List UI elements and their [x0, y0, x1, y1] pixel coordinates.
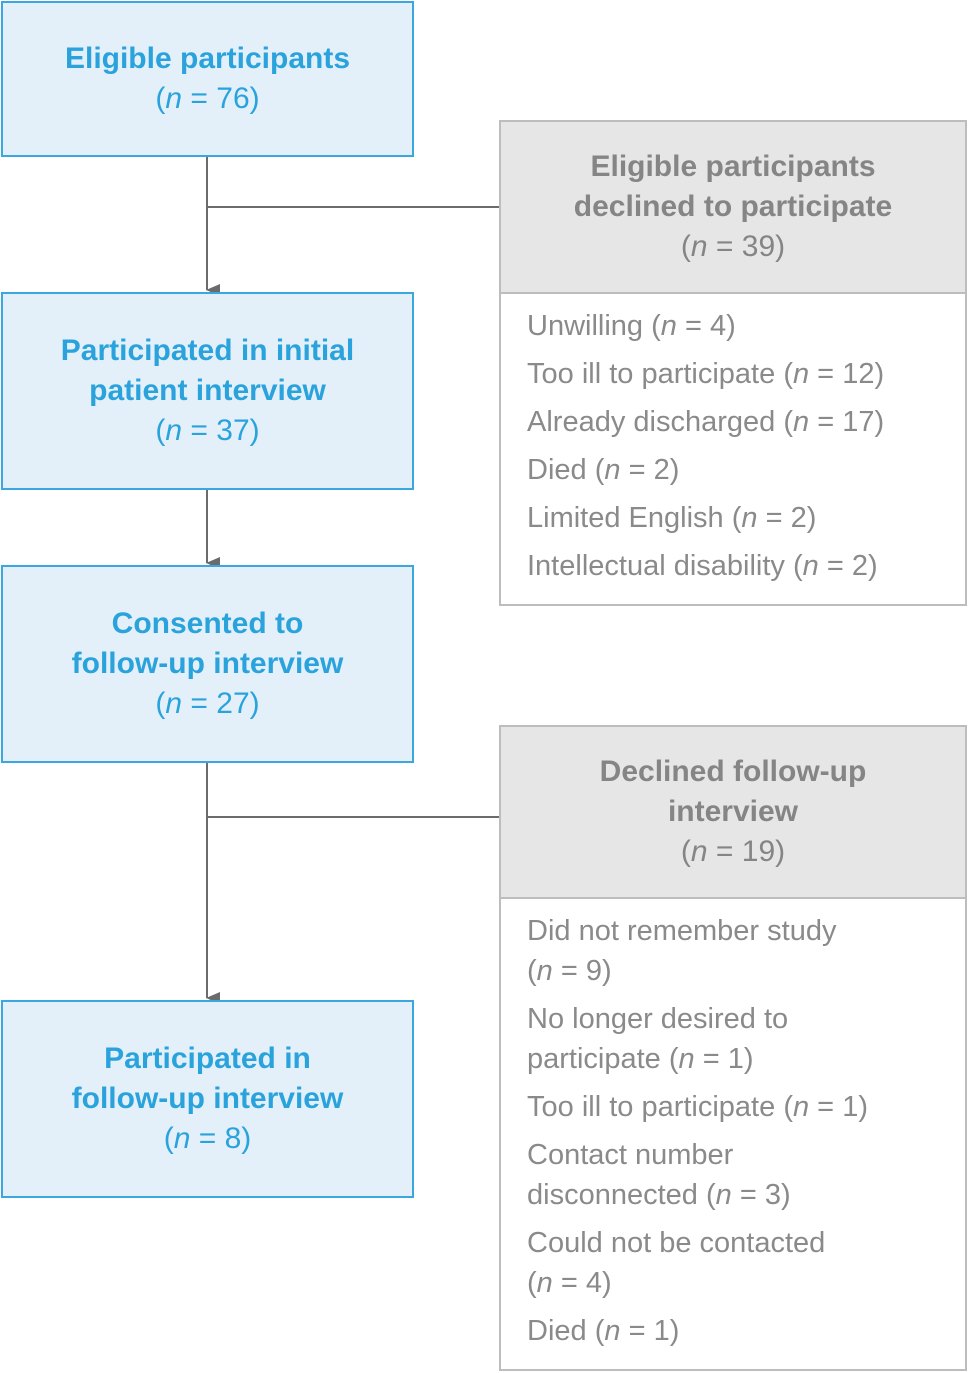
followup-title-line2: follow-up interview [71, 1082, 344, 1115]
declined-initial-box: Eligible participants declined to partic… [499, 120, 967, 606]
declined-initial-title-line2: declined to participate [573, 190, 893, 223]
list-item: Too ill to participate (n = 12) [527, 358, 885, 390]
declined-initial-title-line1: Eligible participants [590, 150, 876, 183]
list-item: Limited English (n = 2) [527, 502, 817, 534]
list-item: disconnected (n = 3) [527, 1179, 791, 1211]
list-item: Contact number [527, 1139, 734, 1171]
initial-title-line2: patient interview [89, 374, 326, 407]
followup-interview-box: Participated in follow-up interview (n =… [1, 1000, 414, 1198]
list-item: No longer desired to [527, 1003, 789, 1035]
declined-followup-title-line1: Declined follow-up [599, 755, 867, 788]
declined-initial-count: (n = 39) [680, 230, 786, 263]
initial-title-line1: Participated in initial [60, 334, 355, 367]
followup-count: (n = 8) [163, 1122, 252, 1155]
consented-title-line2: follow-up interview [71, 647, 344, 680]
initial-interview-box: Participated in initial patient intervie… [1, 292, 414, 490]
list-item: Intellectual disability (n = 2) [527, 550, 878, 582]
list-item: Unwilling (n = 4) [527, 310, 736, 342]
consented-count: (n = 27) [155, 687, 260, 720]
declined-initial-reasons: Unwilling (n = 4) Too ill to participate… [501, 294, 965, 594]
initial-count: (n = 37) [155, 414, 260, 447]
declined-followup-box: Declined follow-up interview (n = 19) Di… [499, 725, 967, 1371]
list-item: Too ill to participate (n = 1) [527, 1091, 868, 1123]
followup-title-line1: Participated in [104, 1042, 311, 1075]
declined-followup-header: Declined follow-up interview (n = 19) [501, 727, 965, 899]
list-item: participate (n = 1) [527, 1043, 754, 1075]
declined-followup-reasons: Did not remember study (n = 9) No longer… [501, 899, 965, 1351]
declined-followup-title-line2: interview [667, 795, 799, 828]
list-item: Died (n = 2) [527, 454, 680, 486]
eligible-count: (n = 76) [155, 82, 260, 115]
declined-followup-count: (n = 19) [680, 835, 786, 868]
list-item: Already discharged (n = 17) [527, 406, 885, 438]
declined-initial-header: Eligible participants declined to partic… [501, 122, 965, 294]
list-item: Died (n = 1) [527, 1315, 680, 1347]
list-item: (n = 9) [527, 955, 612, 987]
eligible-participants-box: Eligible participants (n = 76) [1, 1, 414, 157]
list-item: Could not be contacted [527, 1227, 826, 1259]
eligible-title: Eligible participants [64, 42, 351, 75]
list-item: Did not remember study [527, 915, 837, 947]
consented-title-line1: Consented to [111, 607, 304, 640]
list-item: (n = 4) [527, 1267, 612, 1299]
consented-box: Consented to follow-up interview (n = 27… [1, 565, 414, 763]
